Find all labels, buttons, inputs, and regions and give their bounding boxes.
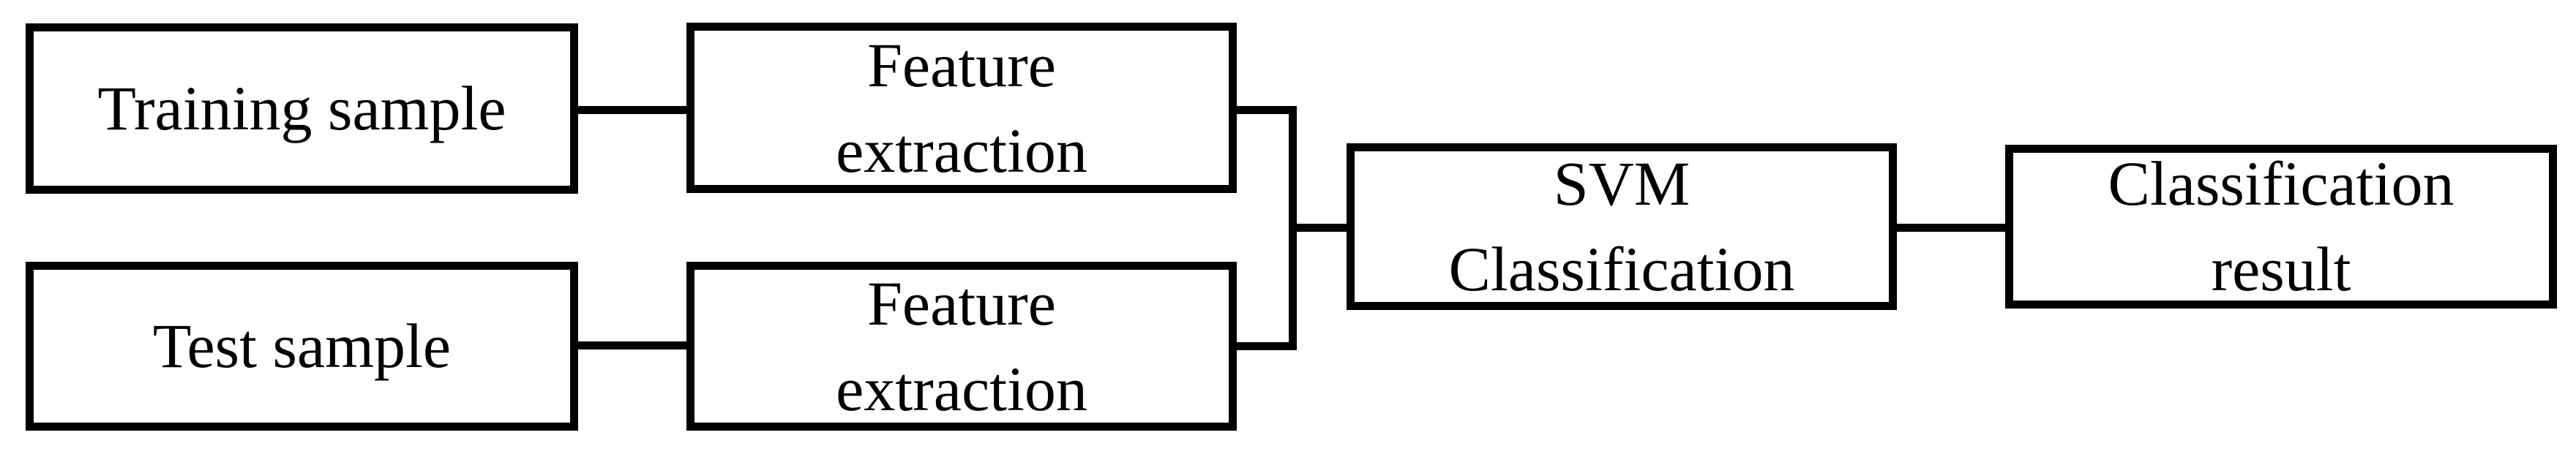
label-line: Feature xyxy=(867,268,1056,339)
edge-svm-to-result xyxy=(1897,224,2005,232)
label-line: extraction xyxy=(836,115,1087,186)
node-test-sample: Test sample xyxy=(26,262,578,431)
node-feature-extraction-bottom-label: Feature extraction xyxy=(836,261,1087,432)
node-feature-extraction-top: Feature extraction xyxy=(686,23,1237,193)
edge-feature-bottom-output-horizontal xyxy=(1237,342,1297,350)
node-classification-result: Classification result xyxy=(2005,145,2557,309)
node-classification-result-label: Classification result xyxy=(2108,141,2455,312)
label-line: Feature xyxy=(867,29,1056,100)
edge-training-to-feature-top xyxy=(578,106,686,114)
label-line: Classification xyxy=(2108,148,2455,219)
node-svm-classification: SVM Classification xyxy=(1347,143,1897,310)
label-line: Training sample xyxy=(97,73,506,143)
edge-test-to-feature-bottom xyxy=(578,341,686,349)
node-feature-extraction-bottom: Feature extraction xyxy=(686,262,1237,431)
node-test-sample-label: Test sample xyxy=(153,303,451,389)
node-svm-classification-label: SVM Classification xyxy=(1449,141,1795,312)
edge-merge-to-svm xyxy=(1297,224,1347,232)
edge-feature-top-output-horizontal xyxy=(1237,106,1297,114)
label-line: SVM xyxy=(1553,148,1690,219)
node-training-sample: Training sample xyxy=(26,23,578,194)
node-training-sample-label: Training sample xyxy=(97,66,506,151)
edge-merge-vertical xyxy=(1289,106,1297,350)
label-line: result xyxy=(2211,234,2351,304)
node-feature-extraction-top-label: Feature extraction xyxy=(836,23,1087,194)
label-line: Classification xyxy=(1448,234,1795,304)
label-line: Test sample xyxy=(152,311,452,381)
label-line: extraction xyxy=(836,353,1087,424)
